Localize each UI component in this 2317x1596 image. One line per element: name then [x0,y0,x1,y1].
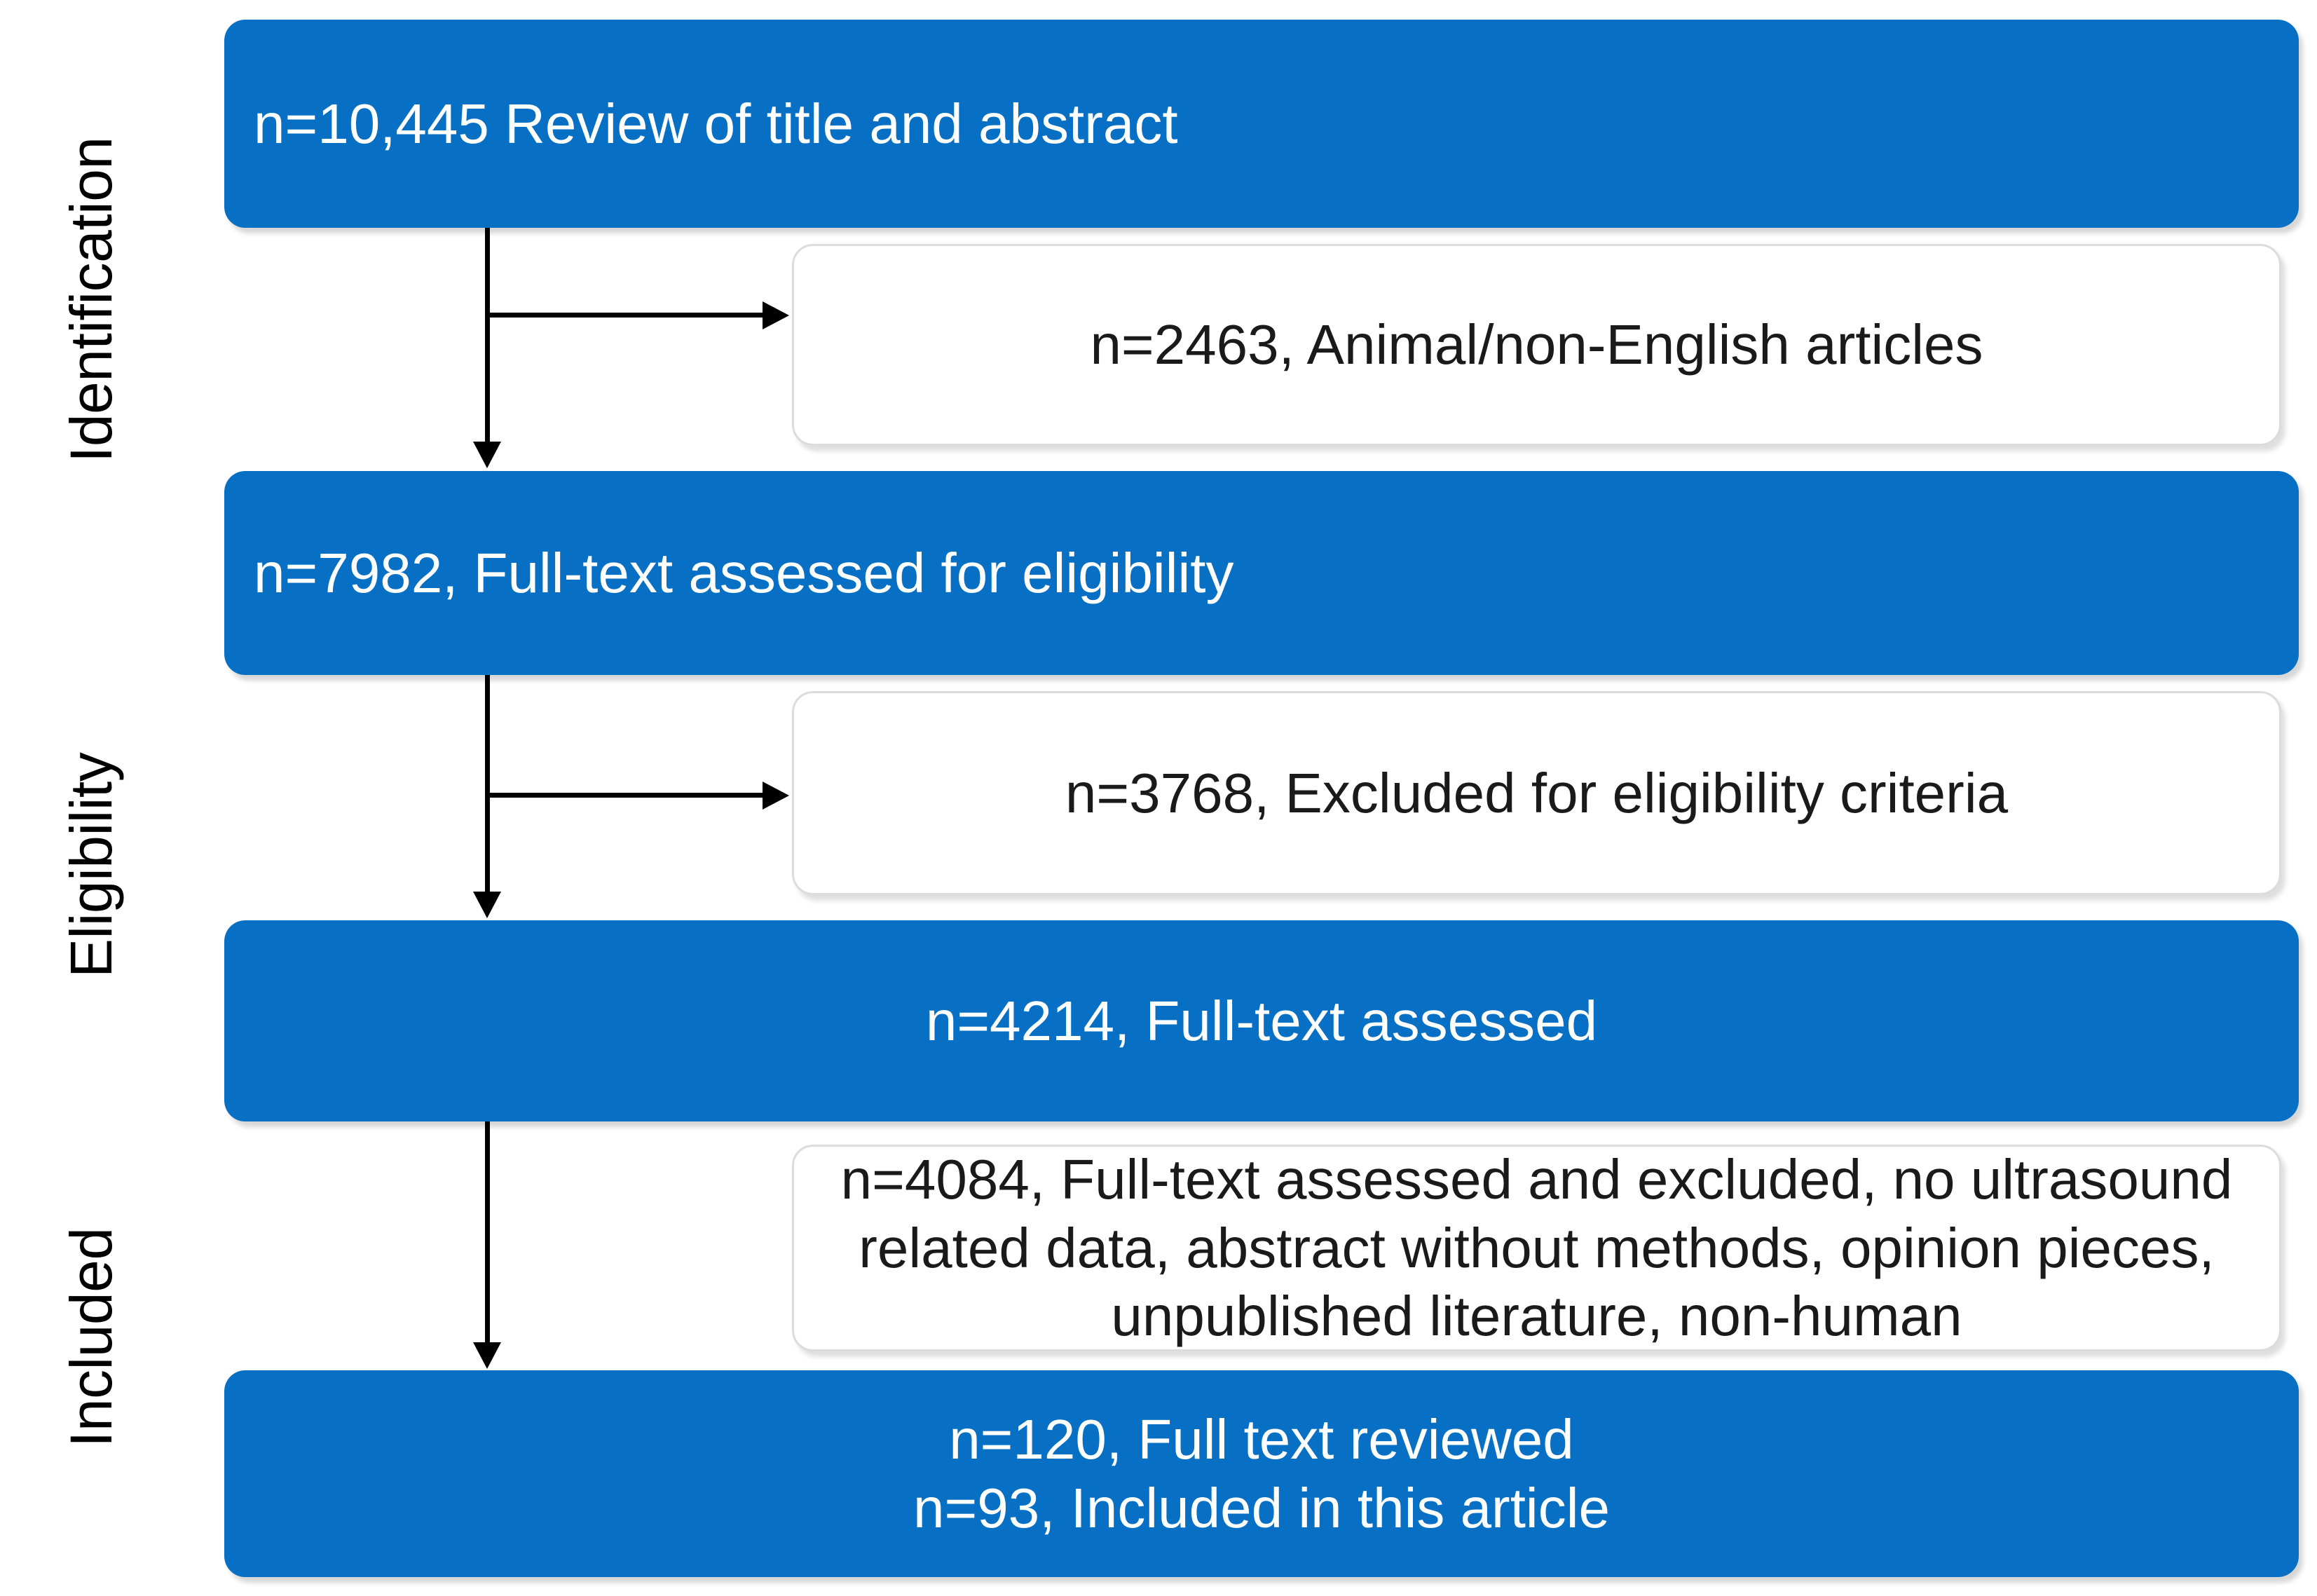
node-excluded-eligibility-criteria[interactable]: n=3768, Excluded for eligibility criteri… [792,691,2281,895]
connector-vertical-3 [485,1121,490,1360]
node-excluded-animal-nonenglish-text: n=2463, Animal/non-English articles [1090,313,1983,376]
node-fulltext-eligibility-text: n=7982, Full-text assessed for eligibili… [254,541,1234,604]
node-fulltext-eligibility[interactable]: n=7982, Full-text assessed for eligibili… [224,471,2299,675]
arrow-head-down-1 [473,442,501,468]
node-excluded-fulltext[interactable]: n=4084, Full-text assessed and excluded,… [792,1145,2281,1351]
arrow-head-down-3 [473,1342,501,1369]
node-screened-text: n=10,445 Review of title and abstract [254,92,1178,155]
node-fulltext-assessed-text: n=4214, Full-text assessed [925,989,1598,1052]
node-excluded-eligibility-criteria-text: n=3768, Excluded for eligibility criteri… [1065,761,2009,824]
connector-vertical-1 [485,228,490,459]
connector-horizontal-1 [485,313,765,318]
node-excluded-animal-nonenglish[interactable]: n=2463, Animal/non-English articles [792,244,2281,446]
node-excluded-fulltext-text: n=4084, Full-text assessed and excluded,… [840,1148,2233,1348]
node-fulltext-assessed[interactable]: n=4214, Full-text assessed [224,920,2299,1121]
stage-label-eligibility: Eligibility [58,752,124,978]
arrow-head-down-2 [473,892,501,918]
node-final-included-text: n=120, Full text reviewed n=93, Included… [913,1407,1610,1539]
arrow-head-right-1 [763,301,789,329]
stage-label-identification: Identification [58,137,124,463]
node-final-included[interactable]: n=120, Full text reviewed n=93, Included… [224,1370,2299,1577]
connector-horizontal-2 [485,793,765,798]
node-screened[interactable]: n=10,445 Review of title and abstract [224,20,2299,228]
connector-vertical-2 [485,675,490,908]
arrow-head-right-2 [763,782,789,810]
stage-label-included: Included [58,1227,124,1447]
